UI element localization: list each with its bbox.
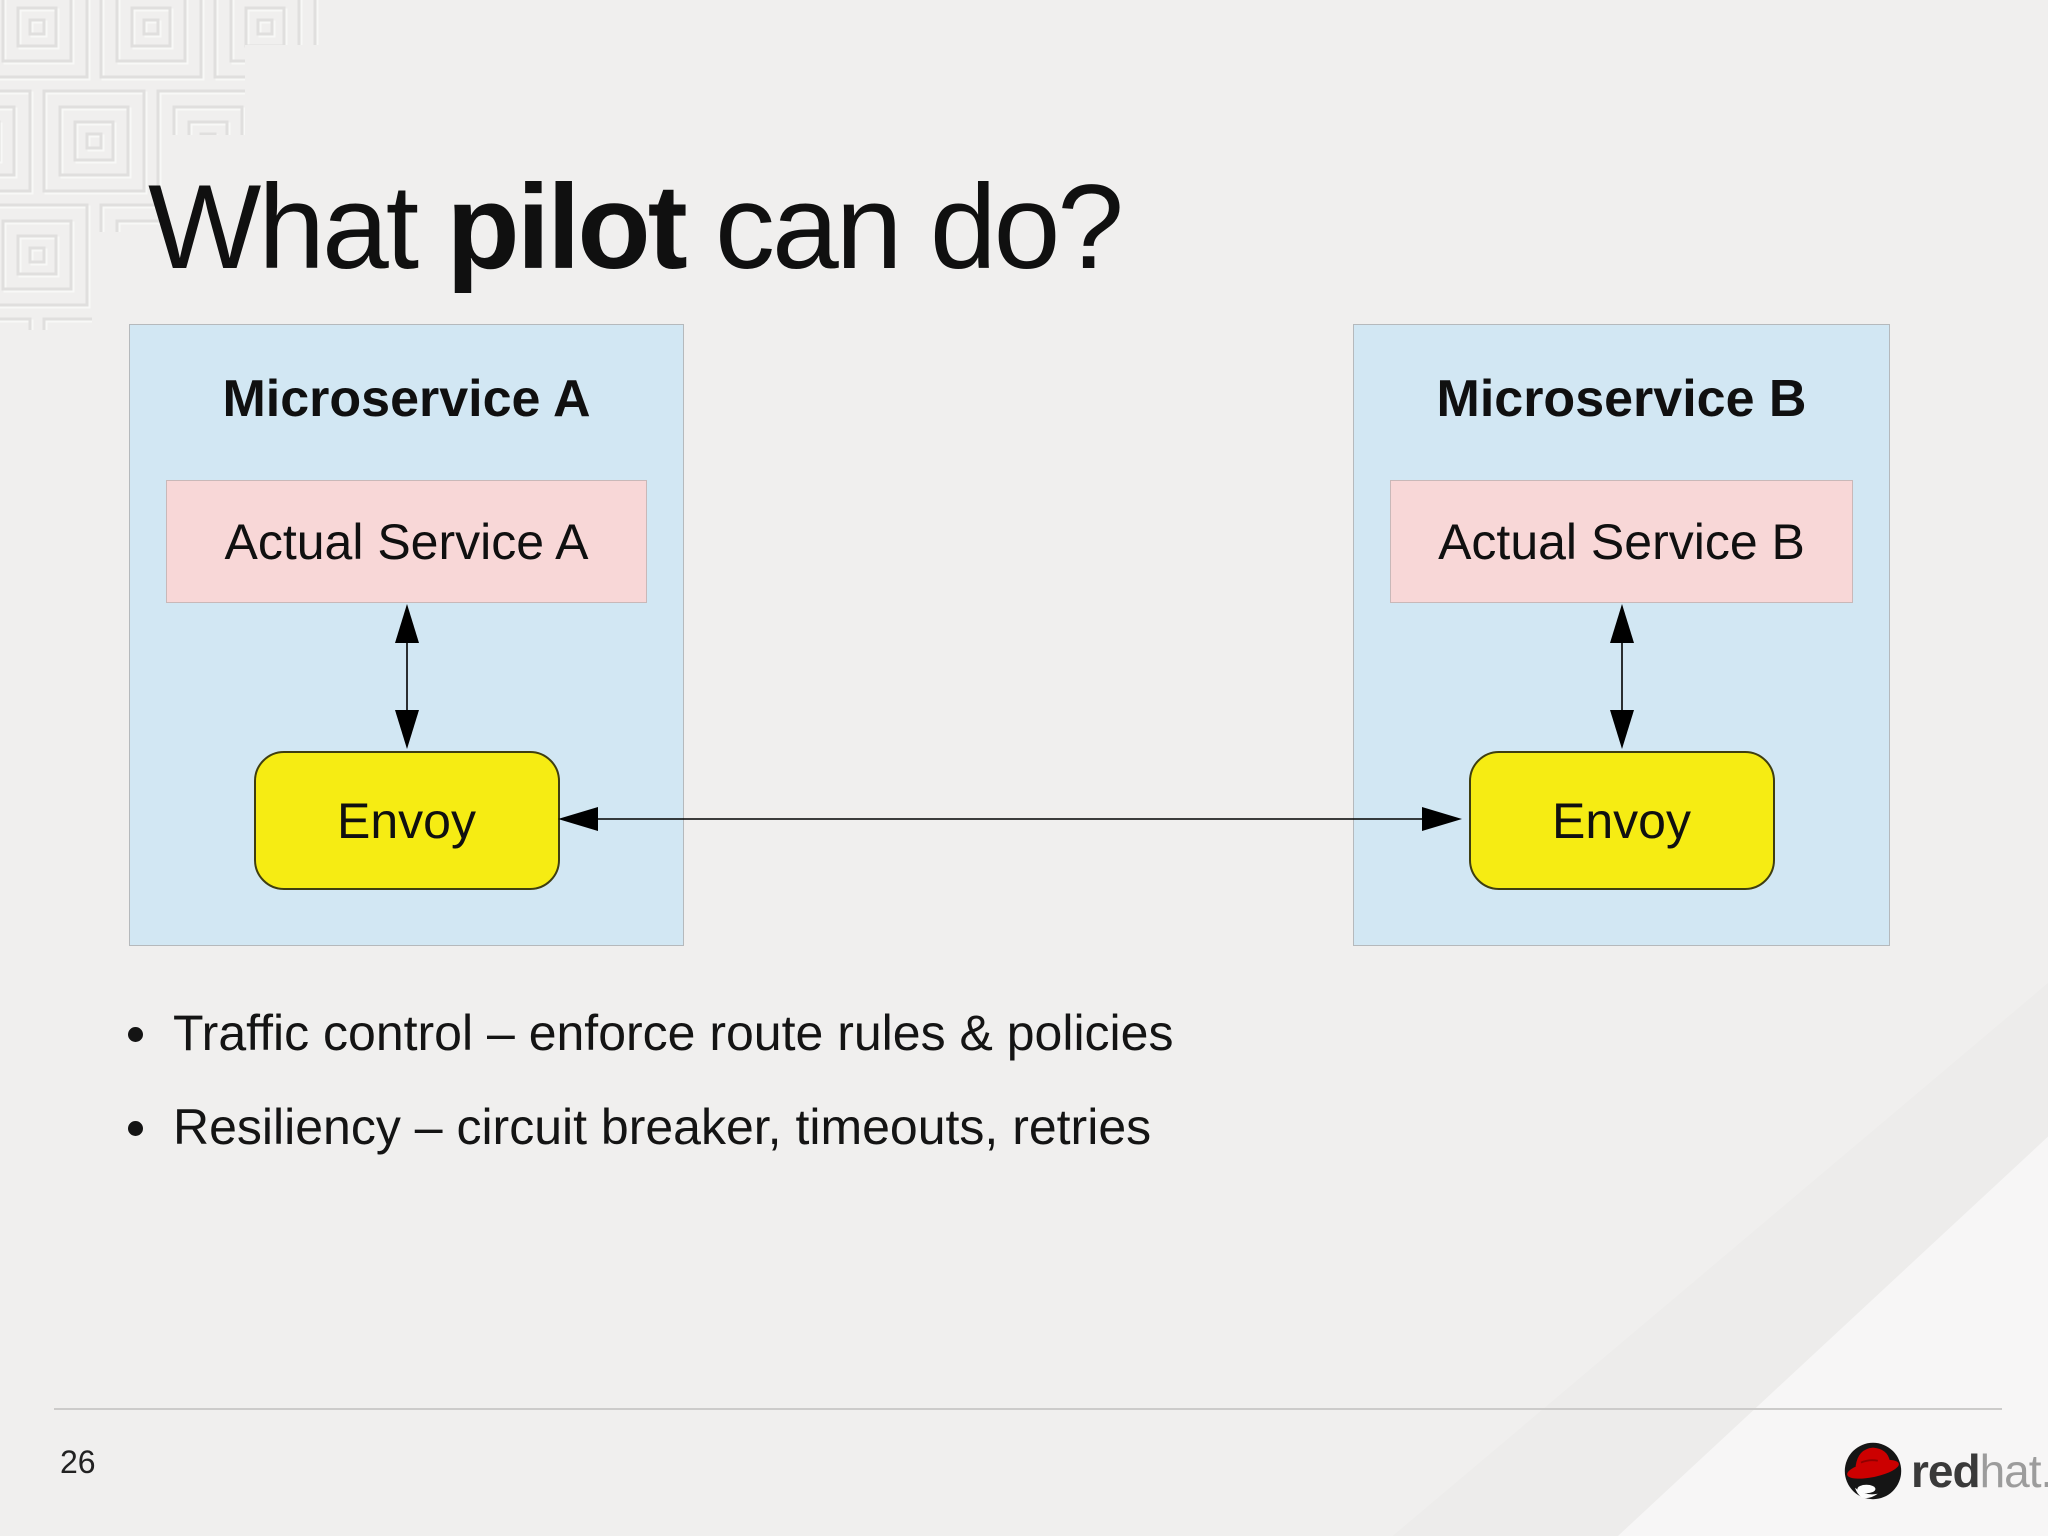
logo-period: . bbox=[2041, 1445, 2048, 1497]
title-suffix: can do? bbox=[684, 160, 1124, 294]
bullet-text: Resiliency – circuit breaker, timeouts, … bbox=[173, 1099, 1152, 1155]
bullet-item: Resiliency – circuit breaker, timeouts, … bbox=[128, 1096, 1728, 1158]
bidirectional-vertical-arrow-icon bbox=[394, 604, 419, 749]
redhat-logo: redhat. bbox=[1843, 1441, 2048, 1501]
actual-service-a-box: Actual Service A bbox=[166, 480, 647, 603]
bullet-dot-icon bbox=[128, 1027, 143, 1042]
envoy-b-label: Envoy bbox=[1552, 792, 1691, 849]
page-title: What pilot can do? bbox=[148, 158, 1124, 296]
bullet-item: Traffic control – enforce route rules & … bbox=[128, 1002, 1728, 1064]
redhat-hat-icon bbox=[1844, 1442, 1902, 1500]
actual-service-b-box: Actual Service B bbox=[1390, 480, 1853, 603]
logo-word-red: red bbox=[1911, 1445, 1981, 1497]
footer-divider bbox=[54, 1408, 2002, 1410]
bidirectional-vertical-arrow-icon bbox=[1609, 604, 1634, 749]
logo-word-hat: hat bbox=[1979, 1445, 2042, 1497]
redhat-logo-text: redhat. bbox=[1911, 1444, 2048, 1498]
microservice-a-box: Microservice A Actual Service A Envoy bbox=[129, 324, 684, 946]
microservice-a-title: Microservice A bbox=[222, 370, 591, 428]
title-prefix: What bbox=[148, 160, 447, 294]
bullet-text: Traffic control – enforce route rules & … bbox=[173, 1005, 1174, 1061]
envoy-a-label: Envoy bbox=[337, 792, 476, 849]
envoy-b-box: Envoy bbox=[1468, 751, 1775, 890]
actual-service-b-label: Actual Service B bbox=[1438, 513, 1805, 570]
envoy-a-box: Envoy bbox=[253, 751, 560, 890]
page-number: 26 bbox=[60, 1444, 96, 1480]
microservice-b-box: Microservice B Actual Service B Envoy bbox=[1353, 324, 1890, 946]
title-emphasis: pilot bbox=[446, 160, 687, 294]
bullet-dot-icon bbox=[128, 1121, 143, 1136]
microservice-b-title: Microservice B bbox=[1436, 370, 1807, 428]
bidirectional-horizontal-arrow-icon bbox=[558, 807, 1462, 831]
bullet-list: Traffic control – enforce route rules & … bbox=[128, 1002, 1728, 1190]
actual-service-a-label: Actual Service A bbox=[224, 513, 589, 570]
